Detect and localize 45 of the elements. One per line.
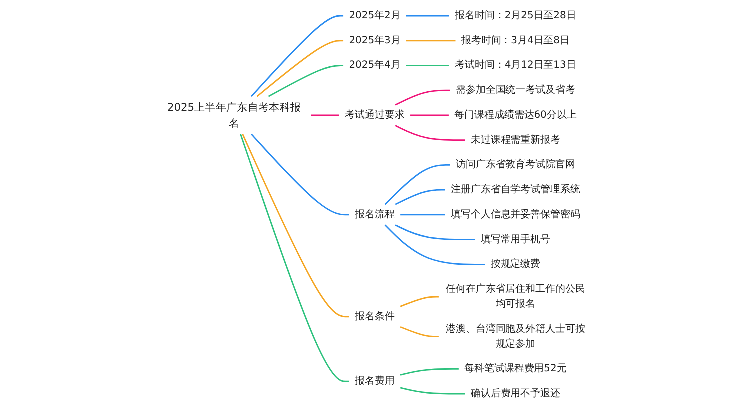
node-text: 访问广东省教育考试院官网 [456, 159, 576, 171]
connector [251, 15, 344, 98]
node-text: 任何在广东省居住和工作的公民均可报名 [446, 284, 586, 310]
node-text: 港澳、台湾同胞及外籍人士可按规定参加 [446, 323, 586, 350]
node-text: 报名流程 [355, 208, 395, 220]
connector [395, 189, 446, 206]
connector [311, 114, 340, 116]
connector [406, 65, 450, 66]
connector [395, 90, 450, 106]
connector [384, 224, 486, 266]
connector [400, 326, 439, 338]
connector [400, 368, 459, 376]
node-text: 报名条件 [355, 310, 395, 322]
connector [400, 387, 466, 395]
node-text: 填写常用手机号 [480, 234, 551, 246]
node-text: 2025上半年广东自考本科报名 [167, 100, 302, 130]
connector [395, 224, 476, 241]
node-text: 按规定缴费 [490, 258, 541, 270]
connector [240, 134, 350, 382]
node-text: 需参加全国统一考试及省考 [456, 84, 576, 96]
node-text: 报考时间：3月4日至8日 [461, 34, 570, 46]
connector [400, 214, 446, 216]
connector [256, 40, 344, 98]
node-text: 2025年4月 [349, 60, 401, 72]
node-text: 确认后费用不予退还 [470, 388, 560, 400]
connector [406, 40, 456, 42]
node-text: 报名时间：2月25日至28日 [455, 10, 576, 22]
node-text: 每门课程成绩需达60分以上 [454, 109, 577, 121]
connector [410, 114, 449, 116]
connector [242, 134, 350, 318]
node-text: 未过课程需重新报考 [470, 134, 560, 146]
node-text: 填写个人信息并妥善保管密码 [451, 208, 580, 220]
connector [251, 134, 350, 216]
node-text: 报名费用 [355, 376, 395, 387]
connector [395, 125, 466, 142]
node-text: 2025年2月 [349, 10, 401, 22]
node-text: 考试时间：4月12日至13日 [455, 60, 576, 72]
node-text: 考试通过要求 [345, 109, 405, 121]
connector [268, 65, 344, 98]
node-text: 注册广东省自学考试管理系统 [451, 184, 580, 196]
connector [384, 164, 450, 206]
connector [406, 15, 450, 17]
node-text: 每科笔试课程费用52元 [464, 363, 567, 374]
node-text: 2025年3月 [349, 34, 401, 46]
connector [400, 296, 439, 308]
